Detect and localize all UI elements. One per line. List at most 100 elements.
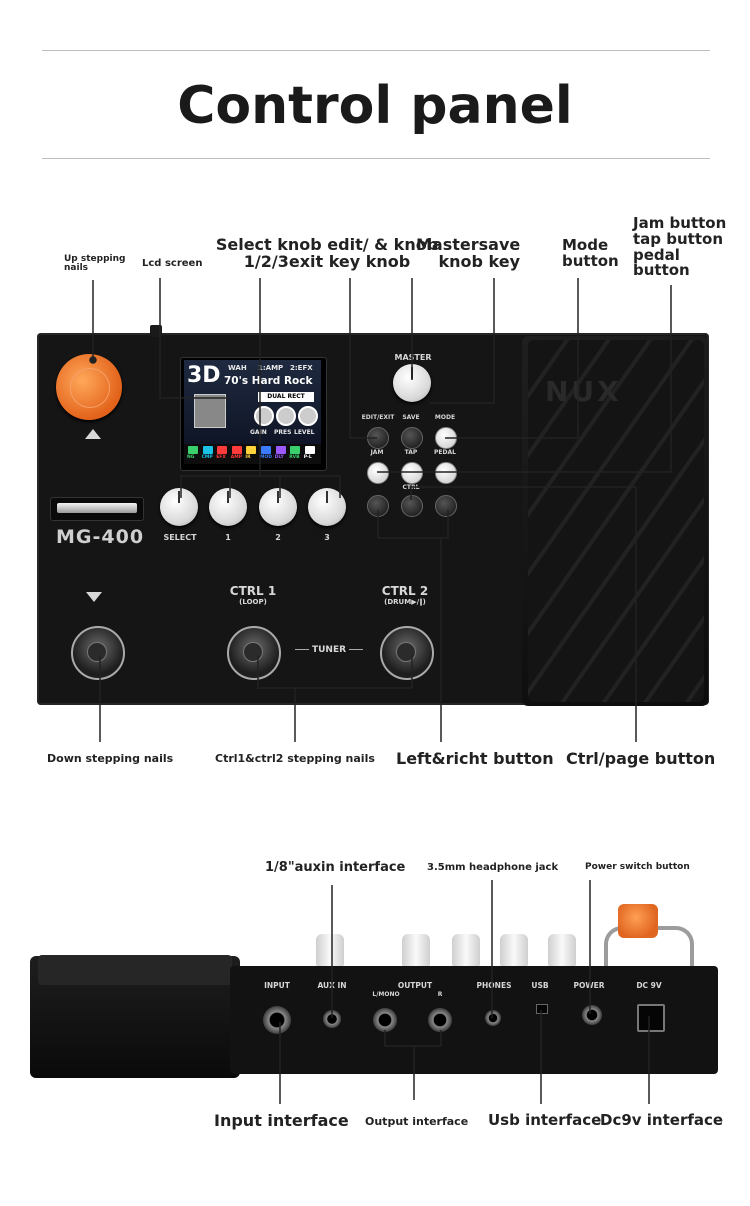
lcd-wah: WAH [228, 364, 247, 372]
down-stepping-nail[interactable] [71, 626, 125, 680]
select-label: SELECT [163, 533, 197, 542]
phones-jack[interactable] [485, 1010, 501, 1026]
knob-1[interactable] [209, 488, 247, 526]
dc9v-label: DC 9V [636, 981, 662, 990]
lcd-fx-label-p-l: P-L [303, 455, 312, 460]
l-mono-label: L/MONO [372, 991, 400, 998]
lcd-fx-block-cmp [202, 446, 213, 454]
label-power-switch: Power switch button [585, 862, 690, 872]
ctrl1-footswitch[interactable] [227, 626, 281, 680]
label-mode-button: Mode button [562, 236, 619, 270]
knob-2[interactable] [259, 488, 297, 526]
tap-label: TAP [404, 449, 418, 456]
knob-2-label: 2 [275, 533, 281, 542]
lcd-preset-name: 70's Hard Rock [224, 375, 313, 387]
label-select-knob: Select knob edit/ & knob 1/2/3exit key k… [215, 235, 439, 271]
lcd-amp-graphic [194, 394, 226, 428]
label-auxin-interface: 1/8"auxin interface [265, 860, 406, 875]
leader-select-bus [180, 475, 341, 498]
silver-trim [50, 497, 144, 521]
lcd-fx-block-rvb [290, 446, 301, 454]
back-panel [230, 966, 718, 1074]
label-jam-button: Jam button tap button pedal button [633, 214, 727, 280]
tuner-label: TUNER [284, 645, 374, 655]
lcd-pres-dial [276, 406, 296, 426]
aux-in-jack[interactable] [323, 1010, 341, 1028]
master-label: MASTER [394, 353, 432, 362]
lcd-fx-label-amp: AMP [230, 455, 243, 460]
jam-label: JAM [370, 449, 384, 456]
ctrl-page-button[interactable] [401, 495, 423, 517]
label-up-stepping-nails: Up stepping nails [64, 254, 126, 274]
leader-jam [377, 285, 672, 473]
save-label: SAVE [402, 414, 420, 421]
input-jack[interactable] [263, 1006, 291, 1034]
select-knob[interactable] [160, 488, 198, 526]
lcd-efx: 2:EFX [290, 364, 313, 372]
pedal-label: PEDAL [434, 449, 456, 456]
knob-3-label: 3 [324, 533, 330, 542]
label-input-interface: Input interface [214, 1111, 349, 1130]
output-left-jack[interactable] [373, 1008, 397, 1032]
leader-save [430, 278, 495, 404]
label-ctrl-stepping-nails: Ctrl1&ctrl2 stepping nails [215, 752, 375, 765]
lcd-fx-label-ng: NG [187, 455, 195, 460]
back-pedal-top [38, 955, 232, 985]
lcd-fx-block-ir [246, 446, 257, 454]
lcd-fx-block-p-l [304, 446, 315, 454]
usb-label: USB [531, 981, 549, 990]
power-switch[interactable] [582, 1005, 602, 1025]
lcd-fx-label-cmp: CMP [201, 455, 213, 460]
lcd-level-dial [298, 406, 318, 426]
label-down-stepping-nails: Down stepping nails [47, 752, 174, 765]
back-knob-4 [500, 934, 528, 966]
lcd-fx-label-ir: IR [245, 455, 251, 460]
ctrl1-label: CTRL 1 [229, 584, 277, 598]
label-headphone-jack: 3.5mm headphone jack [427, 862, 559, 873]
right-button[interactable] [435, 495, 457, 517]
device-bump [150, 325, 162, 337]
up-stepping-nail[interactable] [56, 354, 122, 420]
leader-output-bus [384, 1030, 442, 1047]
lcd-fx-label-rvb: RVB [289, 455, 300, 460]
lcd-fx-block-efx [217, 446, 228, 454]
usb-port[interactable] [536, 1004, 548, 1014]
pedal-rubber-grip [528, 340, 704, 702]
lcd-fx-block-mod [261, 446, 271, 454]
ctrl1-sub-label: (LOOP) [239, 598, 267, 606]
label-left-right-button: Left&richt button [396, 749, 554, 768]
lcd-level-label: LEVEL [294, 429, 315, 436]
label-ctrl-page-button: Ctrl/page button [566, 749, 716, 768]
model-name: MG-400 [56, 526, 145, 548]
save-button[interactable] [401, 427, 423, 449]
page-title: Control panel [177, 76, 573, 136]
lcd-screen: 3D WAH 1:AMP 2:EFX 70's Hard Rock DUAL R… [184, 360, 321, 464]
leader-up-nail-dot [89, 356, 97, 364]
back-knob-5 [548, 934, 576, 966]
dc9v-jack[interactable] [637, 1004, 665, 1032]
lcd-fx-label-dly: DLY [274, 455, 284, 460]
lcd-amp: 1:AMP [258, 364, 284, 372]
ctrl2-sub-label: (DRUM▶/‖) [384, 598, 426, 606]
ctrl2-footswitch[interactable] [380, 626, 434, 680]
jam-button[interactable] [367, 462, 389, 484]
label-dc9v-interface: Dc9v interface [600, 1111, 724, 1129]
lcd-pres-label: PRES [274, 429, 292, 436]
up-arrow-icon [85, 429, 101, 439]
output-right-jack[interactable] [428, 1008, 452, 1032]
label-usb-interface: Usb interface [488, 1111, 602, 1129]
tap-button[interactable] [401, 462, 423, 484]
r-label: R [437, 991, 443, 998]
lcd-gain-label: GAIN [250, 429, 267, 436]
leader-lcd [159, 278, 230, 399]
pedal-button[interactable] [435, 462, 457, 484]
phones-label: PHONES [476, 981, 512, 990]
knob-1-label: 1 [225, 533, 231, 542]
output-label: OUTPUT [397, 981, 433, 990]
lcd-preset-number: 3D [187, 363, 221, 388]
label-master: Mastersave knob key [416, 235, 521, 271]
lcd-fx-block-dly [275, 446, 286, 454]
label-lcd-screen: Lcd screen [142, 258, 203, 269]
lcd-fx-label-mod: MOD [260, 455, 273, 460]
title-divider [42, 158, 710, 159]
